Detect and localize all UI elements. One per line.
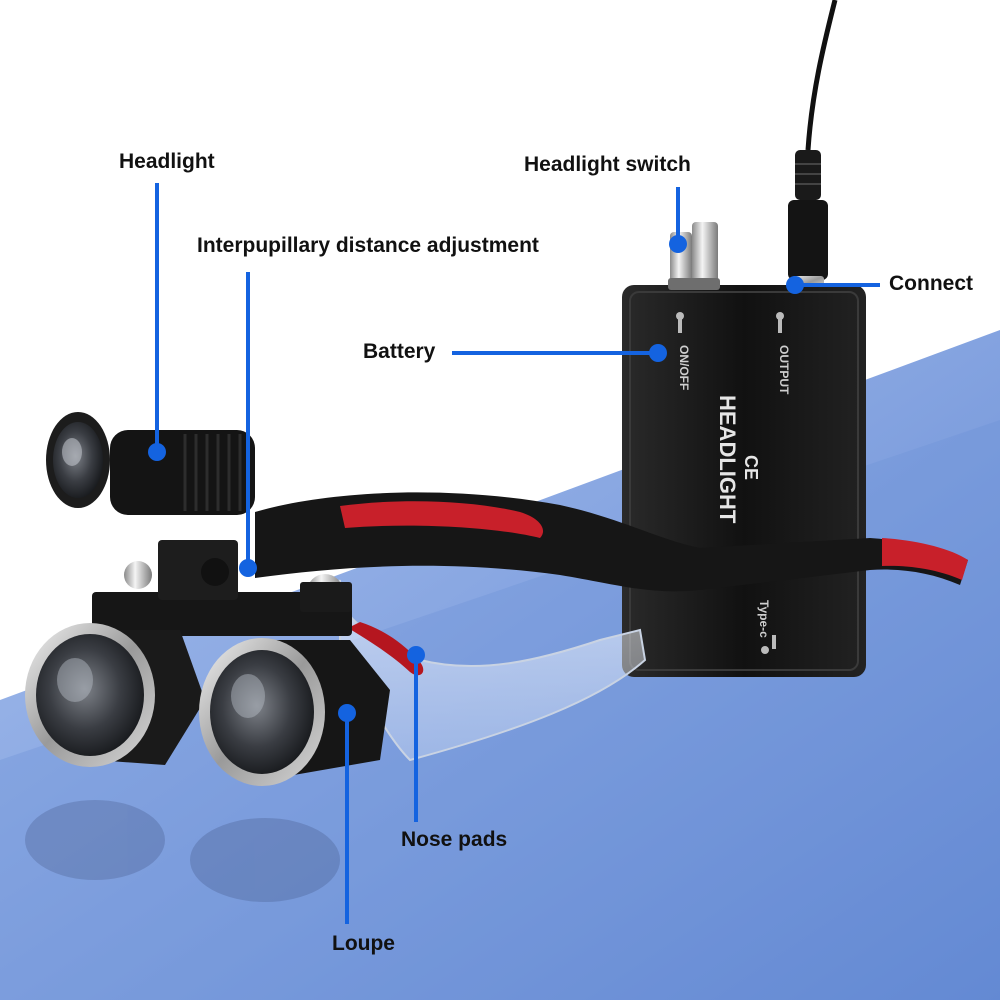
lens-reflection <box>25 800 340 902</box>
power-cable <box>805 0 838 151</box>
connect-callout: Connect <box>889 272 973 295</box>
box-charge-port-label: Type-c <box>757 600 771 638</box>
leader-connect <box>786 276 880 294</box>
box-ce-mark: CE <box>741 455 761 480</box>
battery-box <box>622 285 866 677</box>
headlight-callout: Headlight <box>119 150 215 173</box>
left-loupe <box>25 623 205 767</box>
loupe-bracket <box>92 540 352 636</box>
box-switch-port-label: ON/OFF <box>677 345 691 390</box>
nose-pads-callout: Nose pads <box>401 828 508 851</box>
headlight-switch-callout: Headlight switch <box>524 153 691 176</box>
battery-callout: Battery <box>363 340 436 363</box>
cable-plug <box>788 150 828 290</box>
box-output-port-label: OUTPUT <box>777 345 791 395</box>
right-loupe <box>199 638 390 786</box>
leader-headlight <box>148 183 166 461</box>
loupe-callout: Loupe <box>332 932 395 955</box>
leader-nose-pads <box>407 646 425 822</box>
leader-loupe <box>338 704 356 924</box>
interpupillary-callout: Interpupillary distance adjustment <box>197 234 539 257</box>
leader-interpupillary <box>239 272 257 577</box>
leader-battery <box>452 344 667 362</box>
headlight-lamp <box>46 412 255 515</box>
box-brand-label: HEADLIGHT <box>715 395 740 524</box>
leader-headlight-switch <box>669 187 687 253</box>
switch-knob <box>668 222 720 290</box>
